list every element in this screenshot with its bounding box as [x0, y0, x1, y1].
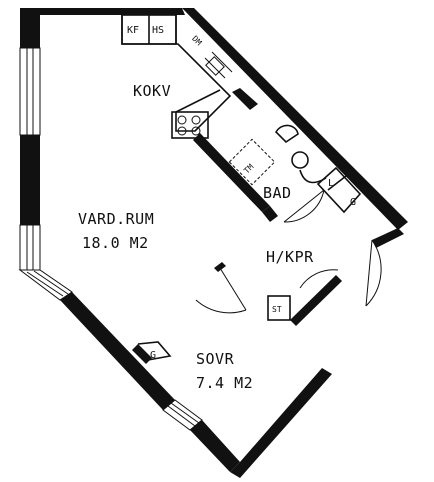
label-kitchen: KOKV: [133, 82, 171, 100]
label-bedroom-area: 7.4 M2: [196, 374, 253, 392]
interior-walls: [132, 88, 342, 364]
label-closet-g-bedroom: G: [150, 350, 156, 361]
bedroom-closet: [137, 341, 172, 361]
label-bath: BAD: [263, 184, 292, 202]
windows: [18, 47, 203, 431]
label-closet-g-hall: G: [350, 197, 356, 208]
label-storage: ST: [272, 305, 282, 314]
label-living: VARD.RUM: [78, 210, 154, 228]
window-living-upper: [19, 47, 41, 136]
label-freezer: HS: [152, 25, 164, 36]
window-living-lower: [18, 224, 73, 301]
label-bedroom: SOVR: [196, 350, 235, 368]
room-labels: KF HS DM KOKV TM BAD L G VARD.RUM 18.0 M…: [78, 25, 356, 392]
label-closet-l: L: [328, 178, 334, 189]
label-fridge: KF: [127, 25, 139, 36]
window-bedroom: [162, 399, 203, 431]
exterior-walls: [20, 8, 408, 478]
hall-closets: [267, 166, 362, 321]
kitchen-counter: [121, 14, 233, 139]
label-dishwasher: DM: [190, 34, 203, 47]
label-living-area: 18.0 M2: [82, 234, 149, 252]
label-dryer: TM: [242, 162, 255, 175]
doors: [195, 189, 382, 314]
label-hall: H/KPR: [266, 248, 314, 266]
